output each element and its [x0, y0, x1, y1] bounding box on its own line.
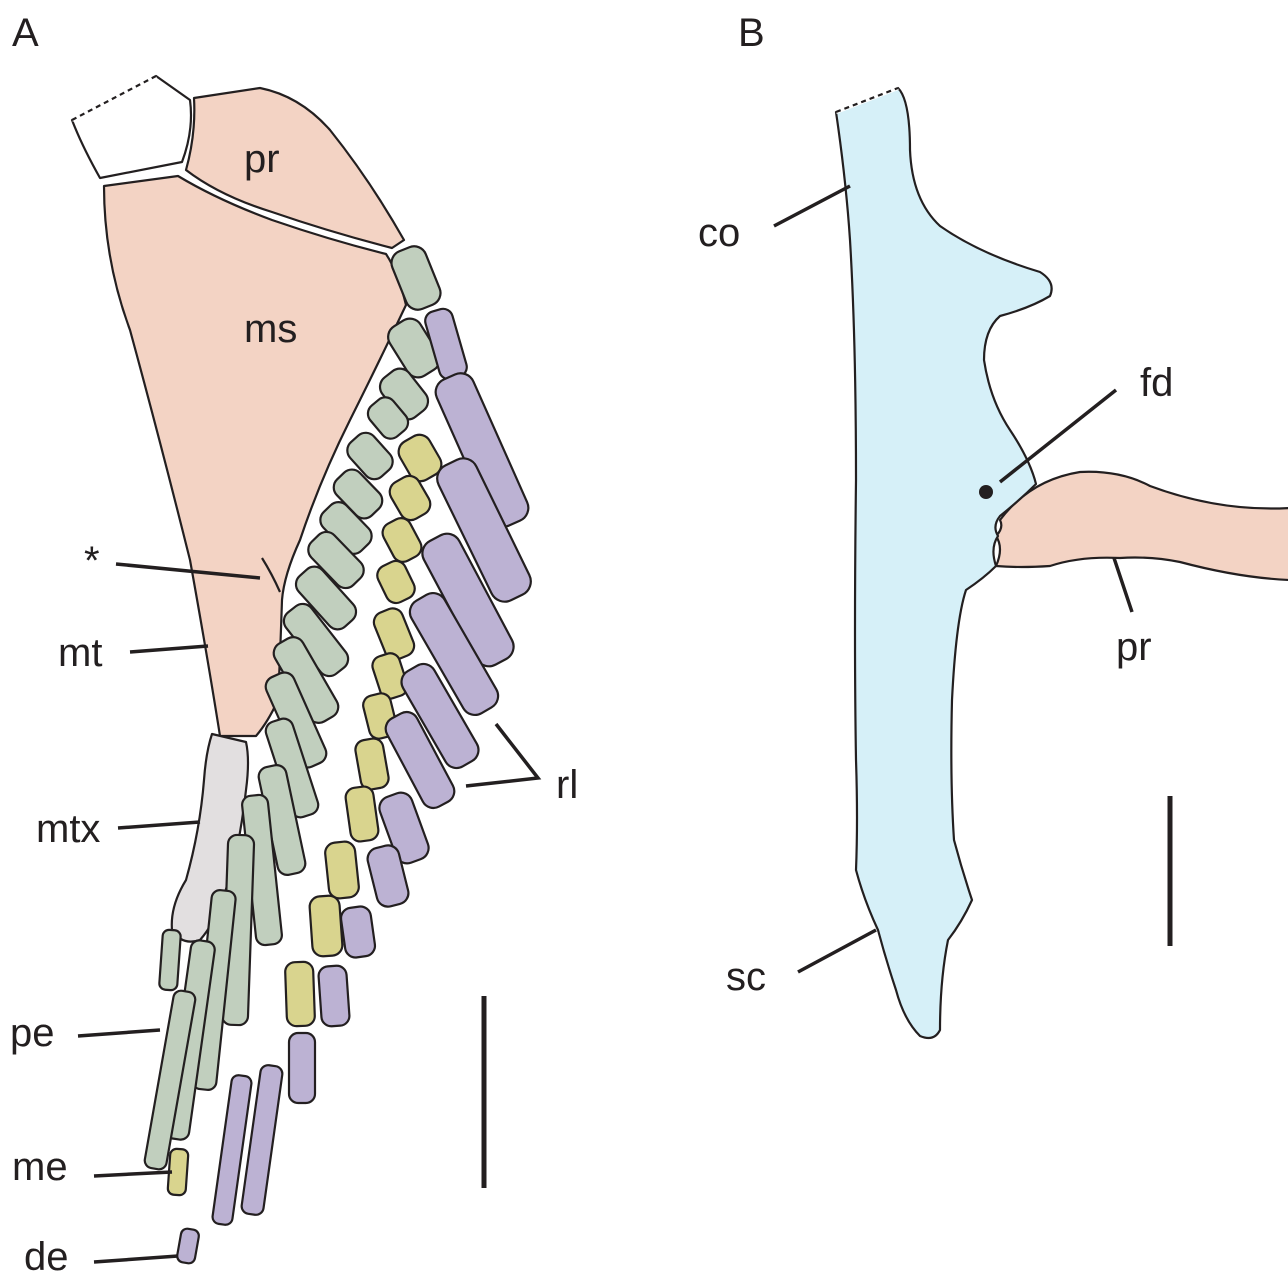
leader-fd: [1000, 390, 1116, 482]
middle-radial: [309, 895, 343, 957]
broken-proximal-element: [72, 76, 191, 178]
label-pe: pe: [10, 1011, 55, 1055]
leader-mt: [130, 646, 208, 652]
label-pr-b: pr: [1116, 625, 1152, 669]
panel-b-label: B: [738, 11, 765, 55]
distal-radial: [318, 965, 350, 1027]
label-pr-a: pr: [244, 137, 280, 181]
proximal-radial: [159, 929, 181, 990]
label-mt: mt: [58, 631, 102, 675]
label-asterisk: *: [84, 539, 100, 583]
middle-radial: [324, 841, 360, 900]
middle-radial: [354, 737, 390, 791]
label-co: co: [698, 211, 740, 255]
distal-radial: [289, 1033, 315, 1103]
label-fd: fd: [1140, 361, 1173, 405]
leader-sc: [798, 930, 876, 972]
label-me: me: [12, 1145, 68, 1189]
leader-pr-b: [1114, 558, 1132, 612]
middle-radial: [285, 962, 315, 1027]
label-ms: ms: [244, 307, 297, 351]
propterygium-b: [996, 472, 1288, 580]
label-de: de: [24, 1235, 69, 1275]
distal-radial: [340, 905, 377, 959]
leader-mtx: [118, 822, 200, 828]
panel-a-label: A: [12, 11, 39, 55]
leader-co: [774, 186, 850, 226]
leader-de: [94, 1256, 178, 1262]
foramen-dot: [979, 485, 993, 499]
middle-radial: [344, 785, 379, 842]
distal-radial: [176, 1228, 200, 1265]
leader-me: [94, 1172, 172, 1176]
leader-pe: [78, 1030, 160, 1036]
label-mtx: mtx: [36, 807, 100, 851]
middle-radial: [374, 557, 418, 606]
label-sc: sc: [726, 955, 766, 999]
middle-radial: [379, 514, 425, 565]
label-rl: rl: [556, 763, 578, 807]
